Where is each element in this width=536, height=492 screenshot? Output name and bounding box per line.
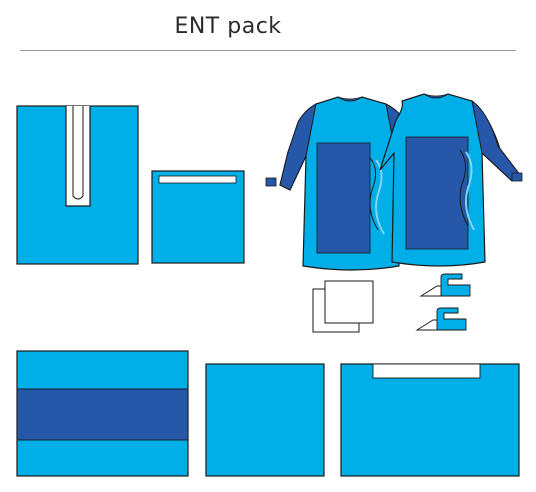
adhesive-tape-icon [415,307,467,331]
table-cover-icon [340,363,520,477]
reinforced-drape-icon [16,350,189,477]
title-divider [20,50,516,51]
surgical-gown-icon [379,93,523,267]
page-title: ENT pack [174,14,282,39]
u-split-drape-icon [16,105,139,265]
square-drape-icon [205,363,325,477]
small-drape-icon [151,170,245,264]
hand-towels-icon [312,280,374,333]
adhesive-tape-icon [419,273,471,297]
